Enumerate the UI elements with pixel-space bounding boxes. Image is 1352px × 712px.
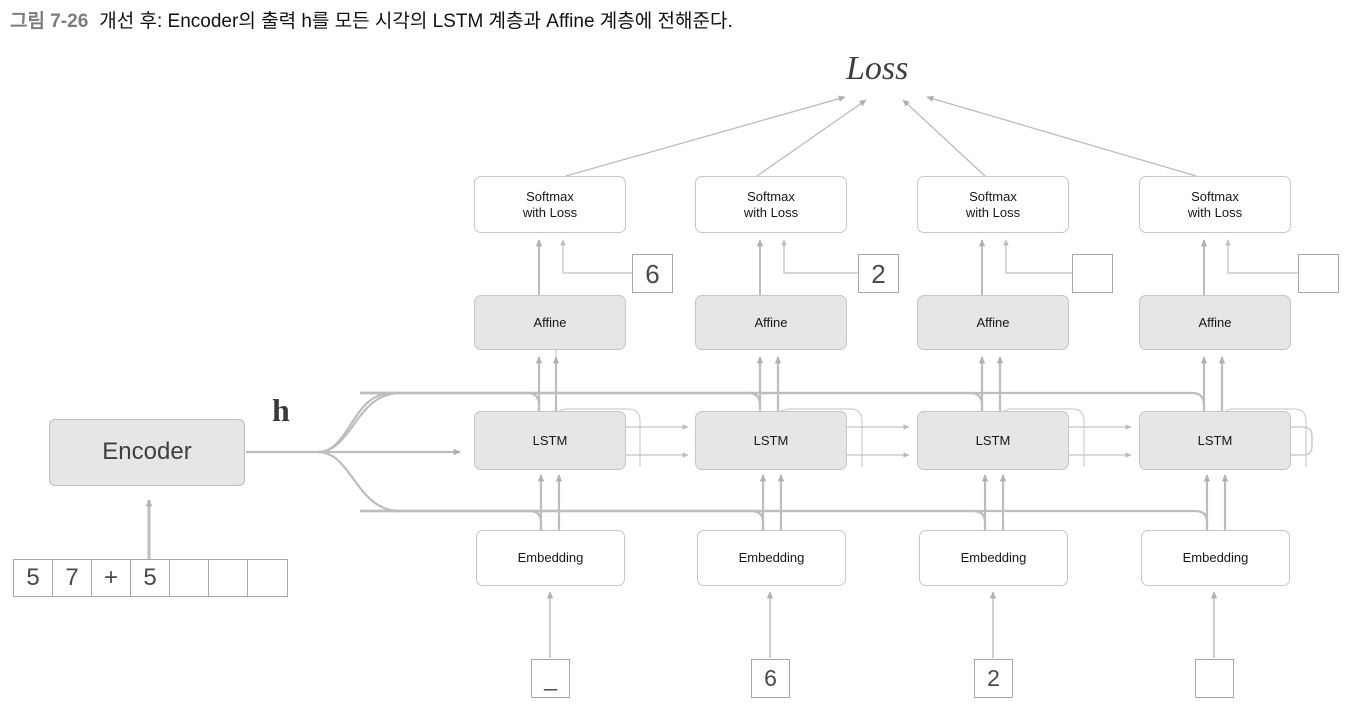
h-label: h bbox=[272, 392, 290, 428]
input-cell[interactable]: 5 bbox=[14, 560, 53, 596]
decoder-input-box[interactable] bbox=[1195, 659, 1234, 698]
lstm-box[interactable]: LSTM bbox=[695, 411, 847, 470]
affine-box[interactable]: Affine bbox=[695, 295, 847, 350]
input-cell[interactable]: + bbox=[92, 560, 131, 596]
affine-box[interactable]: Affine bbox=[474, 295, 626, 350]
embedding-box[interactable]: Embedding bbox=[697, 530, 846, 586]
loss-label: Loss bbox=[846, 50, 909, 87]
input-cell[interactable]: 5 bbox=[131, 560, 170, 596]
embedding-box[interactable]: Embedding bbox=[919, 530, 1068, 586]
encoder-box[interactable]: Encoder bbox=[49, 419, 245, 486]
encoder-input-strip[interactable]: 5 7 + 5 bbox=[13, 559, 288, 597]
figure-caption-text: 개선 후: Encoder의 출력 h를 모든 시각의 LSTM 계층과 Aff… bbox=[99, 11, 733, 32]
figure-number: 그림 7-26 bbox=[10, 11, 89, 32]
input-cell[interactable] bbox=[170, 560, 209, 596]
decoder-input-box[interactable]: 2 bbox=[974, 659, 1013, 698]
embedding-box[interactable]: Embedding bbox=[476, 530, 625, 586]
affine-box[interactable]: Affine bbox=[917, 295, 1069, 350]
lstm-box[interactable]: LSTM bbox=[1139, 411, 1291, 470]
teacher-label-box[interactable]: 2 bbox=[858, 254, 899, 293]
teacher-label-box[interactable] bbox=[1072, 254, 1113, 293]
lstm-box[interactable]: LSTM bbox=[474, 411, 626, 470]
input-cell[interactable]: 7 bbox=[53, 560, 92, 596]
input-cell[interactable] bbox=[248, 560, 287, 596]
teacher-label-box[interactable] bbox=[1298, 254, 1339, 293]
decoder-input-box[interactable]: _ bbox=[531, 659, 570, 698]
affine-box[interactable]: Affine bbox=[1139, 295, 1291, 350]
teacher-label-box[interactable]: 6 bbox=[632, 254, 673, 293]
figure-caption: 그림 7-26 개선 후: Encoder의 출력 h를 모든 시각의 LSTM … bbox=[10, 6, 1340, 38]
embedding-box[interactable]: Embedding bbox=[1141, 530, 1290, 586]
lstm-box[interactable]: LSTM bbox=[917, 411, 1069, 470]
input-cell[interactable] bbox=[209, 560, 248, 596]
decoder-input-box[interactable]: 6 bbox=[751, 659, 790, 698]
